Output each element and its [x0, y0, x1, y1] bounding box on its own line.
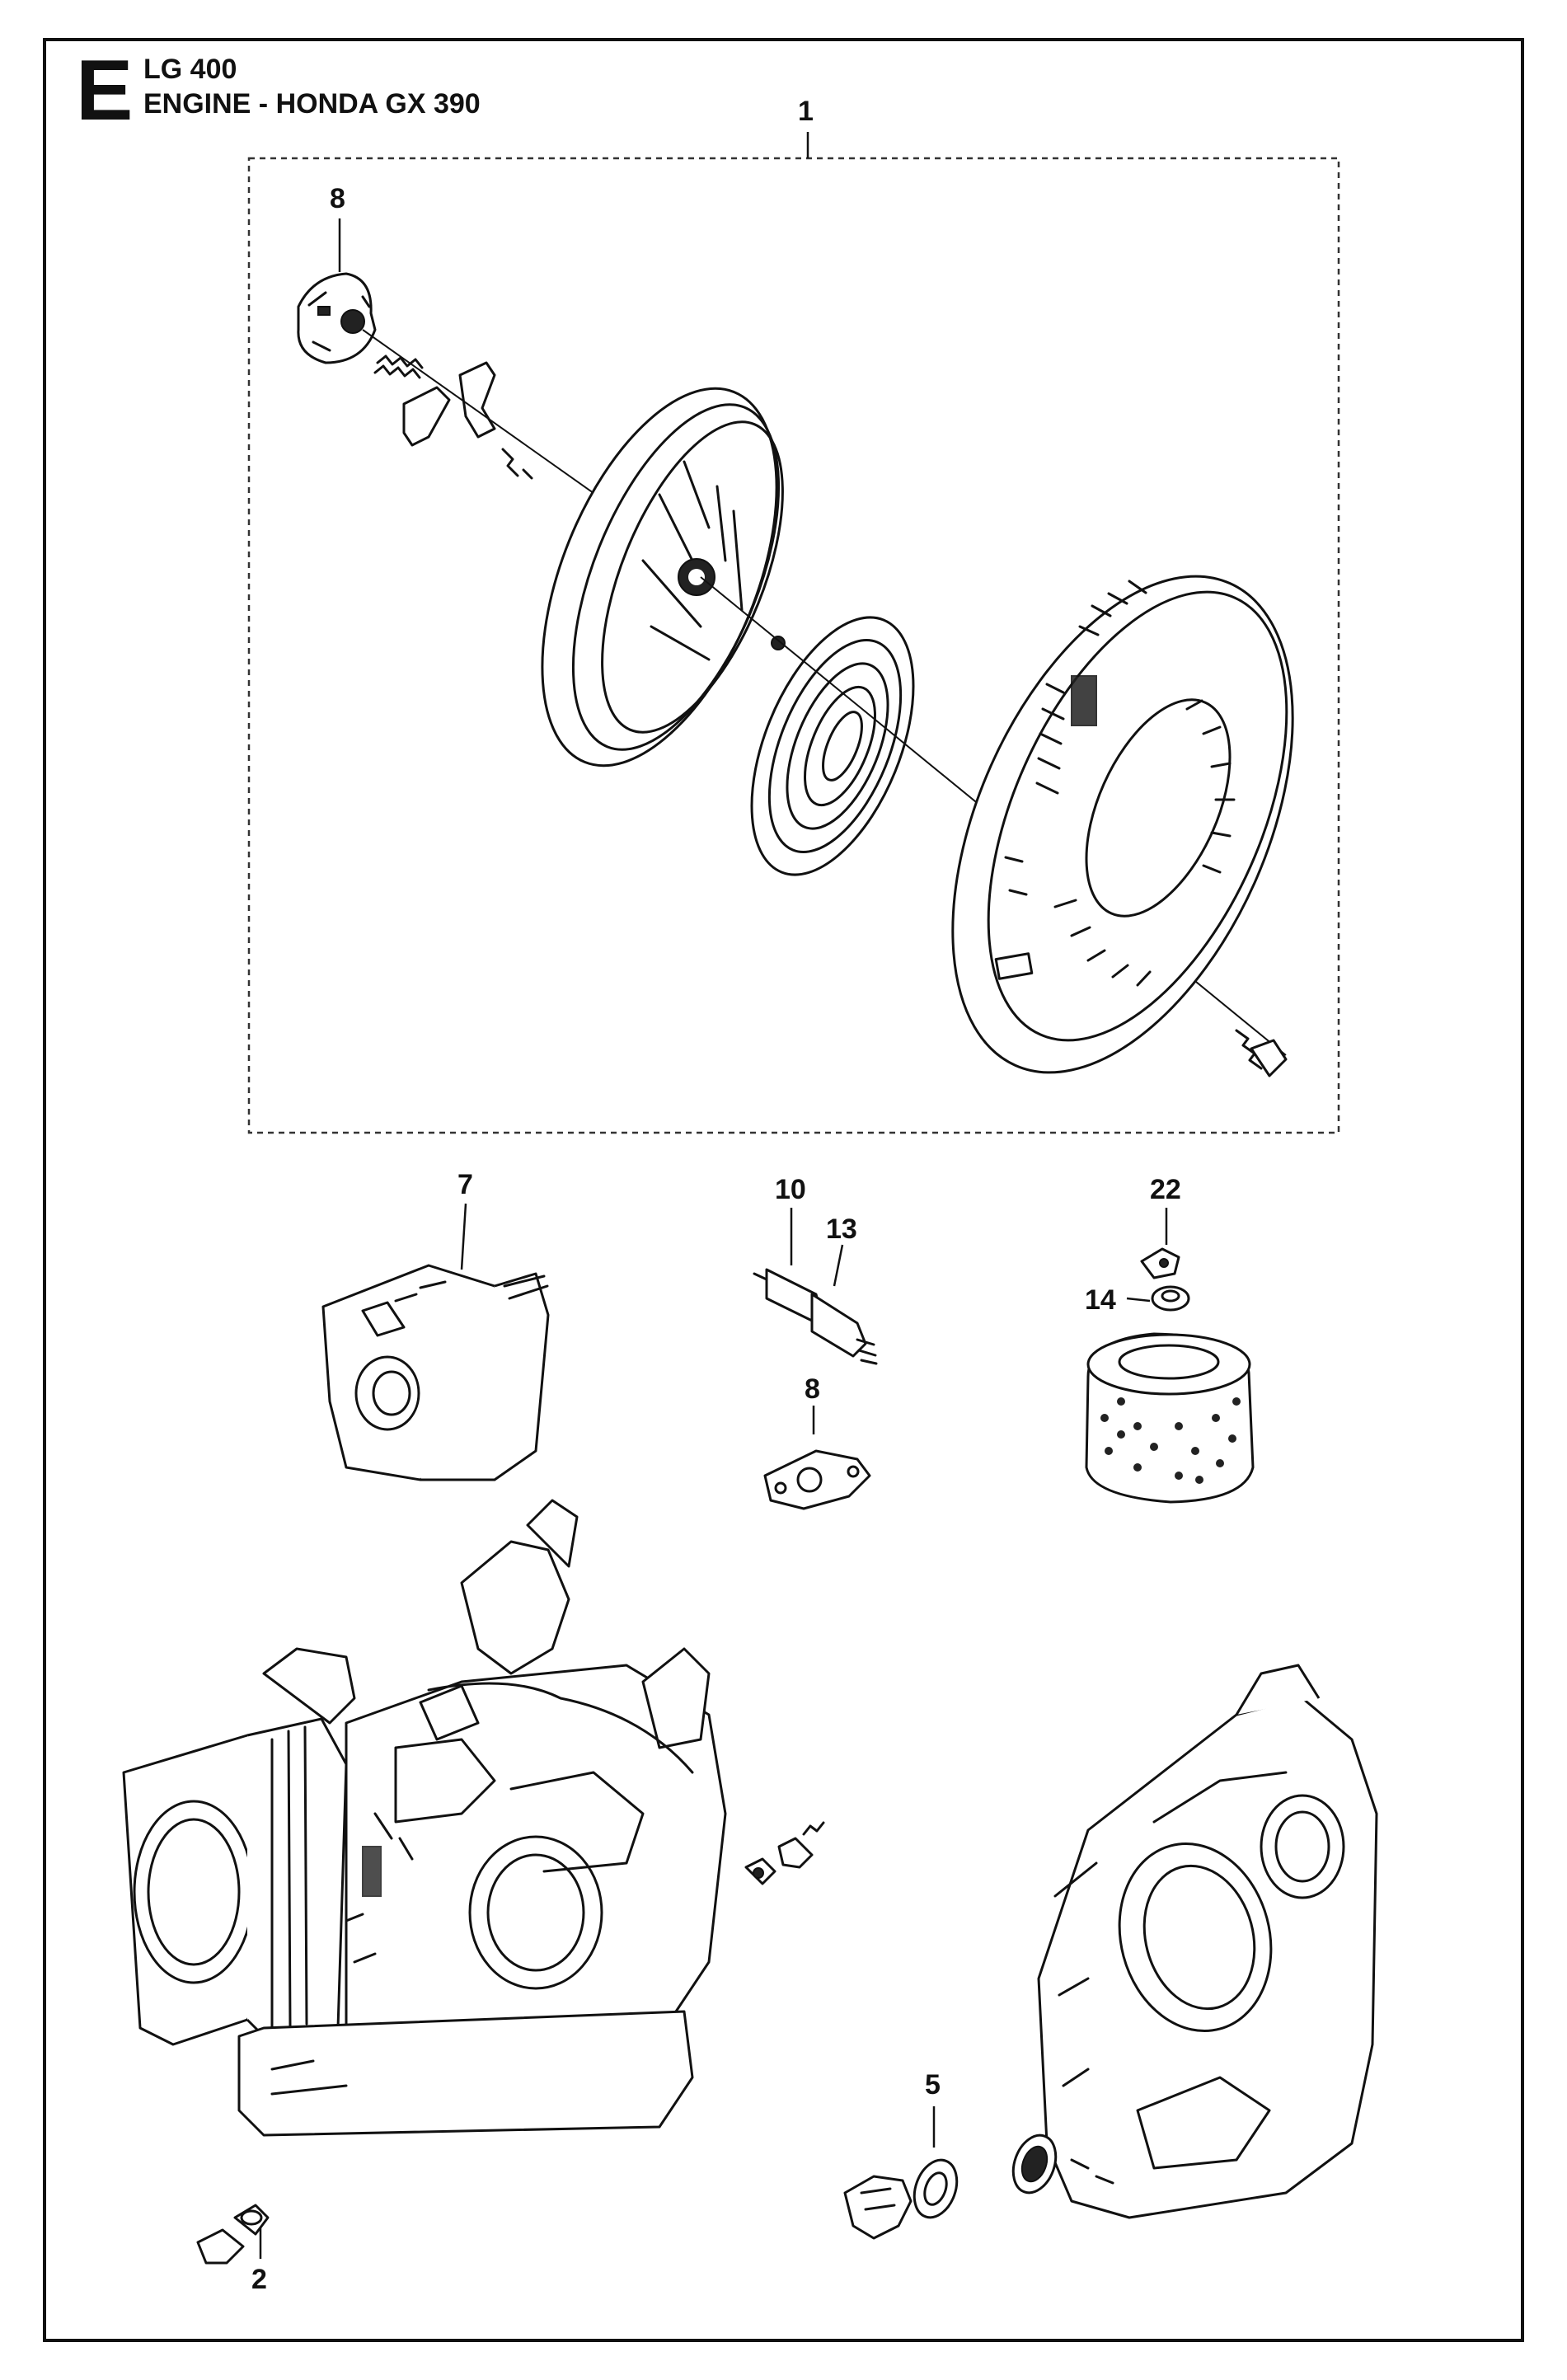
- leader-line-13: [833, 1244, 844, 1287]
- insulator-gasket-part: [763, 1449, 871, 1510]
- callout-10: 10: [775, 1174, 806, 1205]
- ratchet-spring-part: [373, 354, 424, 379]
- callout-5: 5: [925, 2069, 941, 2101]
- callout-8-starter: 8: [330, 183, 345, 214]
- leader-line-7: [460, 1203, 467, 1270]
- recoil-spring-part: [750, 616, 915, 876]
- page-title: ENGINE - HONDA GX 390: [143, 88, 481, 120]
- ratchet-cup-part: [297, 272, 377, 364]
- grommet-part: [1151, 1285, 1190, 1312]
- model-label: LG 400: [143, 54, 237, 85]
- crankcase-bolt-part: [744, 1821, 825, 1885]
- drain-bolt-part: [196, 2204, 270, 2265]
- wing-nut-part: [1140, 1247, 1180, 1279]
- starter-assembly-dashed-box: [247, 157, 1340, 1134]
- flange-bolt-part: [1235, 1029, 1288, 1077]
- head-cover-part: [321, 1264, 550, 1481]
- air-filter-element-part: [1085, 1332, 1255, 1504]
- oil-seal-part: [1011, 2134, 1058, 2195]
- section-letter: E: [76, 43, 134, 138]
- oil-filler-cap-part: [843, 2175, 913, 2240]
- callout-2: 2: [251, 2264, 267, 2295]
- starter-case-part: [951, 575, 1294, 1074]
- ratchet-pawl-part: [402, 361, 533, 480]
- callout-8-gasket: 8: [805, 1373, 820, 1405]
- callout-14: 14: [1085, 1284, 1116, 1316]
- callout-13: 13: [826, 1213, 857, 1245]
- leader-line-14: [1126, 1297, 1151, 1303]
- callout-7: 7: [457, 1169, 473, 1200]
- starter-pulley-part: [541, 387, 784, 768]
- callout-1: 1: [798, 96, 814, 127]
- spark-plug-part: [753, 1268, 878, 1365]
- oil-cap-o-ring-part: [913, 2158, 959, 2219]
- drawing-frame: [43, 38, 1524, 2342]
- crankcase-part: [122, 1499, 727, 2137]
- crankcase-cover-part: [1037, 1664, 1378, 2219]
- callout-22: 22: [1150, 1174, 1181, 1205]
